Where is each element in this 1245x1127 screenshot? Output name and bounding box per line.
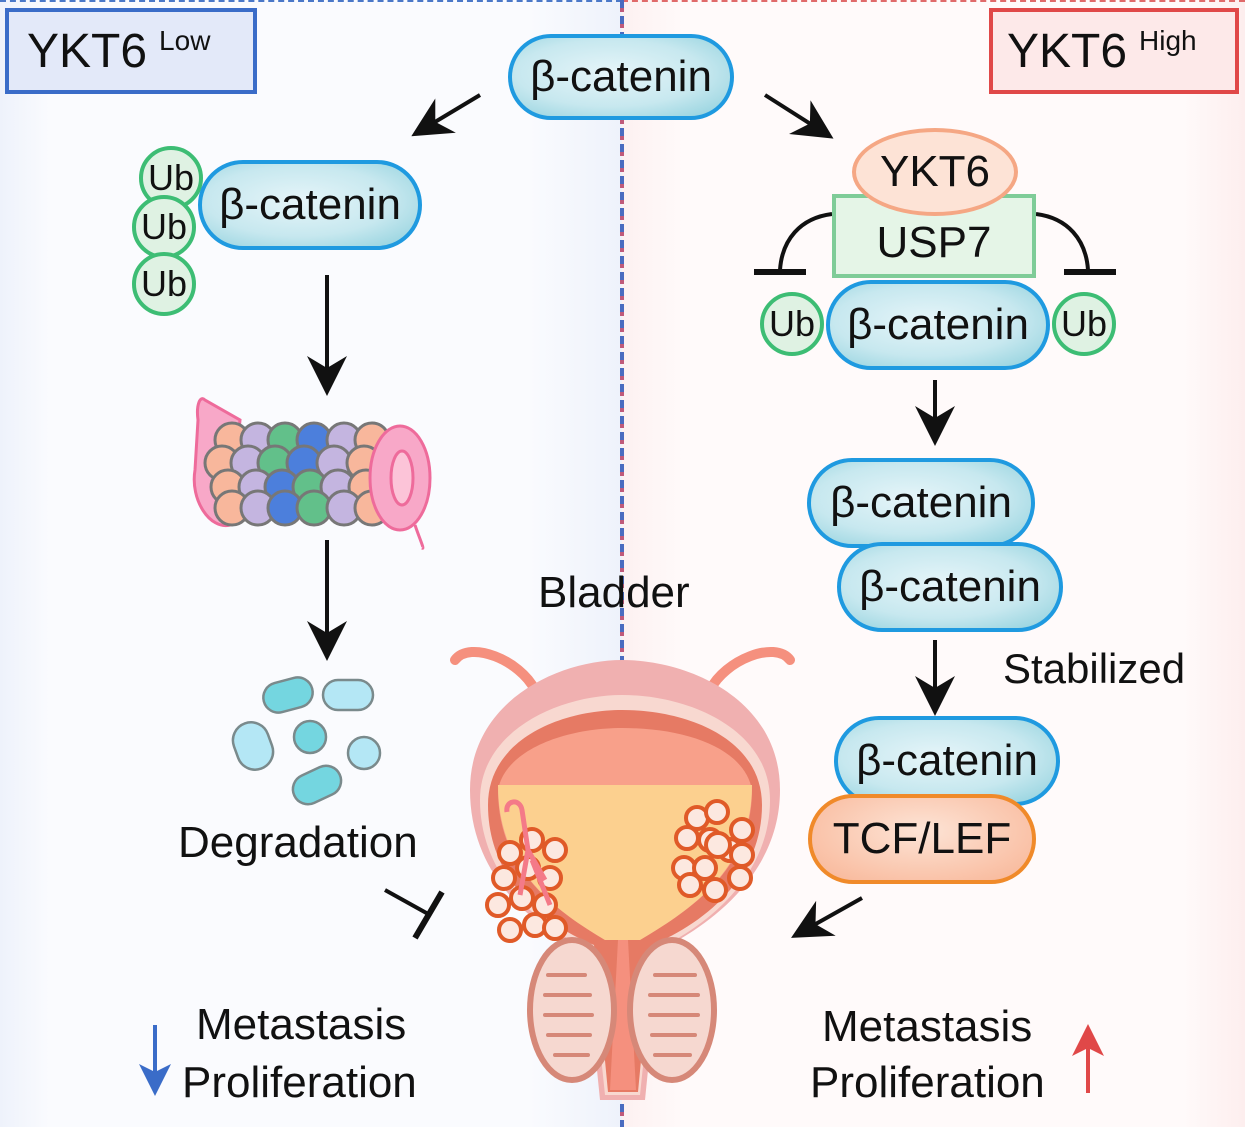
tumor-right-icon xyxy=(671,799,755,903)
proteasome-icon xyxy=(192,397,432,550)
ykt6-low-title: YKT6 xyxy=(27,24,148,78)
ykt6-protein: YKT6 xyxy=(852,128,1018,216)
usp7-inhibition-right-icon xyxy=(1035,212,1116,275)
left-outcome-proliferation: Proliferation xyxy=(182,1058,417,1107)
tcf-lef-protein: TCF/LEF xyxy=(808,794,1036,884)
top-border-right xyxy=(622,0,1245,2)
arrow-to-ubiquitination xyxy=(411,93,482,137)
right-outcome-proliferation: Proliferation xyxy=(810,1058,1045,1107)
arrow-to-bladder xyxy=(791,896,863,938)
deubiquitinated-beta-catenin: β-catenin xyxy=(826,280,1050,370)
left-outcome-metastasis: Metastasis xyxy=(196,1000,407,1049)
ykt6-high-superscript: High xyxy=(1139,25,1197,56)
ubiquitin-right-2: Ub xyxy=(1052,292,1116,356)
ubiquitin-3: Ub xyxy=(132,252,196,316)
top-border-left xyxy=(0,0,622,2)
nuclear-beta-catenin: β-catenin xyxy=(834,716,1060,806)
ubiquitin-right-1: Ub xyxy=(760,292,824,356)
right-outcome-metastasis: Metastasis xyxy=(822,1002,1033,1051)
ykt6-high-label: YKT6 High xyxy=(989,8,1239,94)
ubiquitin-2: Ub xyxy=(132,195,196,259)
ykt6-low-label: YKT6 Low xyxy=(5,8,257,94)
usp7-inhibition-left-icon xyxy=(754,212,833,275)
degradation-label: Degradation xyxy=(178,818,418,867)
ykt6-low-superscript: Low xyxy=(159,25,211,56)
stabilized-beta-catenin-2: β-catenin xyxy=(837,542,1063,632)
source-beta-catenin: β-catenin xyxy=(508,34,734,120)
panel-divider xyxy=(620,0,624,1127)
ykt6-high-title: YKT6 xyxy=(1007,24,1128,78)
inhibition-degradation-icon xyxy=(384,888,445,940)
arrow-to-ykt6-complex xyxy=(763,93,834,139)
bladder-icon xyxy=(450,646,795,1100)
degraded-fragments-icon xyxy=(231,676,382,806)
bladder-label: Bladder xyxy=(538,568,690,617)
ubiquitinated-beta-catenin: β-catenin xyxy=(198,160,422,250)
stabilized-beta-catenin-1: β-catenin xyxy=(807,458,1035,548)
stabilized-label: Stabilized xyxy=(1003,645,1186,692)
